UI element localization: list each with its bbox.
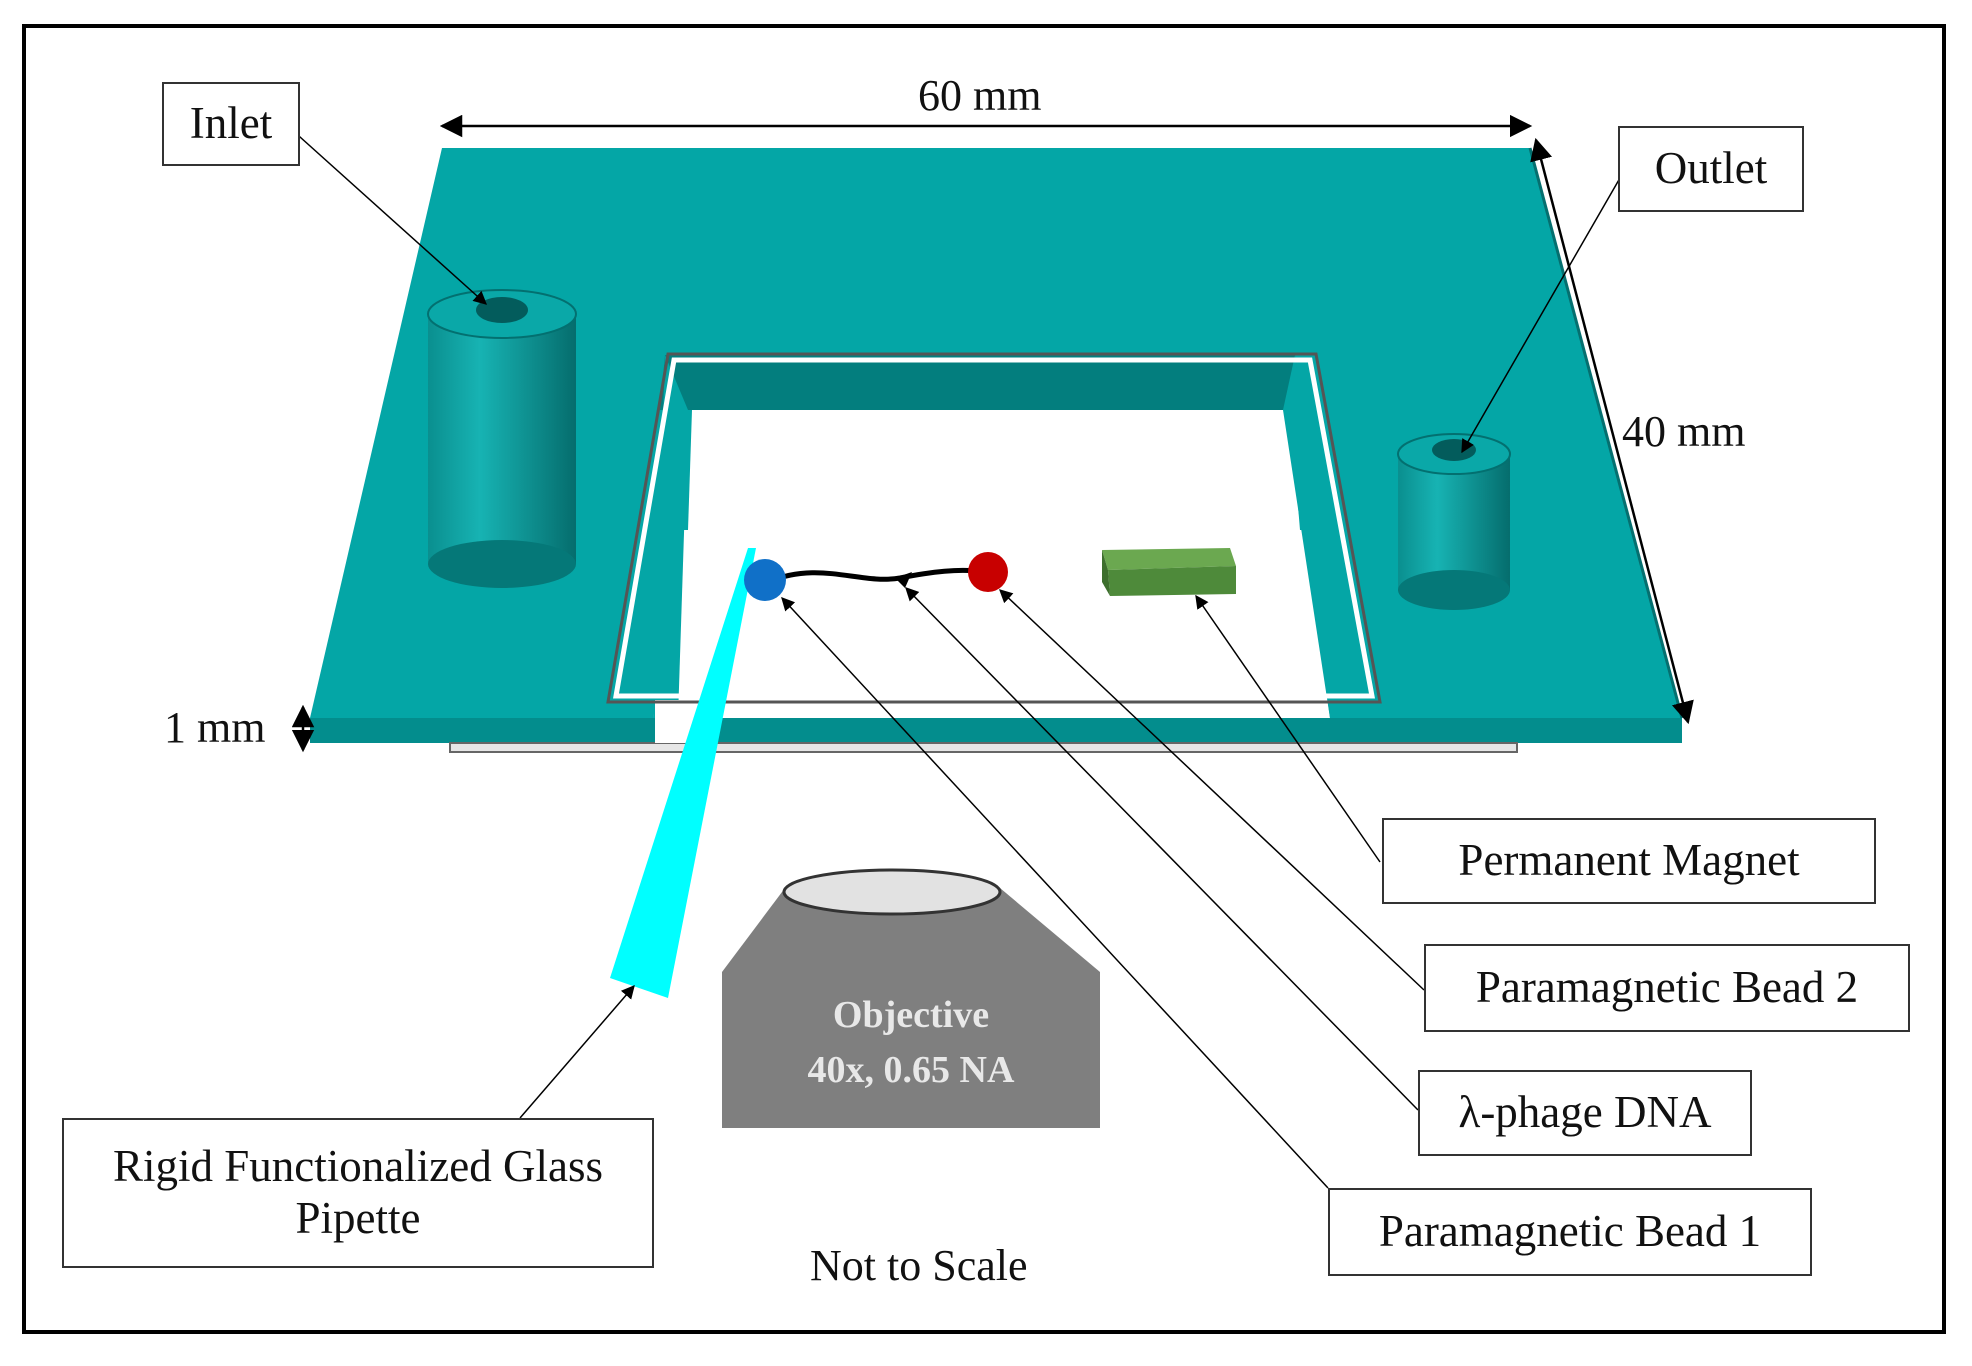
glass-pipette [610,548,756,998]
window-back-wall [660,355,1302,410]
objective-lens [722,868,1100,1128]
channel-window [653,380,1330,718]
objective-spec: 40x, 0.65 NA [807,1049,1015,1092]
inlet-label: Inlet [162,82,300,166]
chip-front-edge [310,718,1682,743]
outlet-port [1397,433,1511,610]
paramagnetic-bead-1-label: Paramagnetic Bead 1 [1328,1188,1812,1276]
depth-dimension: 40 mm [1622,407,1746,456]
objective-text: Objective 40x, 0.65 NA [722,988,1100,1098]
magnet-leader [1195,594,1381,863]
permanent-magnet [1102,548,1236,596]
outlet-label: Outlet [1618,126,1804,212]
thickness-dimension: 1 mm [164,703,266,752]
not-to-scale-note: Not to Scale [810,1241,1028,1290]
inlet-port [427,289,577,588]
pipette-leader [519,984,635,1119]
pipette-label: Rigid Functionalized Glass Pipette [62,1118,654,1268]
dna-leader [905,587,1419,1111]
paramagnetic-bead-1 [744,559,786,601]
microfluidic-chip [310,147,1684,753]
outlet-leader [1461,177,1621,454]
width-dimension: 60 mm [918,71,1042,120]
pipette-label-line2: Pipette [295,1193,421,1243]
permanent-magnet-label: Permanent Magnet [1382,818,1876,904]
dna-label: λ-phage DNA [1418,1070,1752,1156]
depth-arrow [1530,137,1694,725]
glass-slide [449,742,1518,753]
dna-strand [767,567,986,585]
paramagnetic-bead-2-label: Paramagnetic Bead 2 [1424,944,1910,1032]
pipette-label-line1: Rigid Functionalized Glass [113,1141,603,1192]
bead2-leader [999,589,1425,991]
bead1-leader [781,597,1329,1189]
coverslip-outline [606,352,1382,704]
objective-name: Objective [832,994,990,1036]
paramagnetic-bead-2 [968,552,1008,592]
inlet-leader [289,127,488,305]
